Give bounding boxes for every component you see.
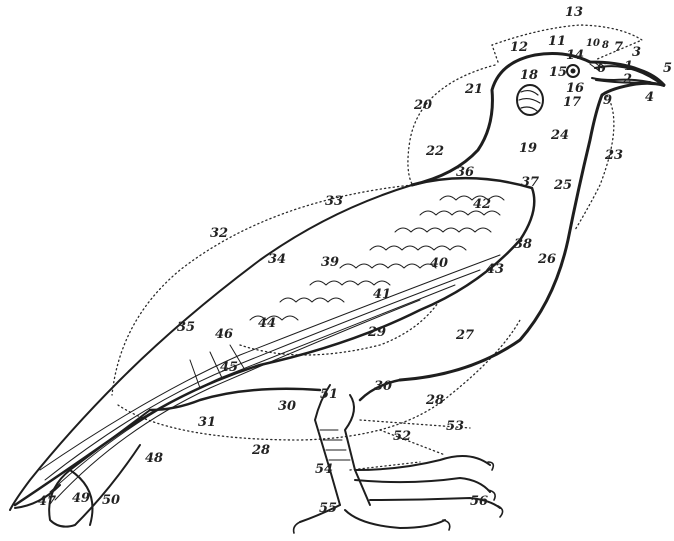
label-38: 38 bbox=[514, 237, 532, 252]
label-26: 26 bbox=[537, 252, 556, 267]
label-54: 54 bbox=[315, 462, 333, 477]
label-9: 9 bbox=[603, 93, 612, 108]
label-44: 44 bbox=[258, 316, 276, 331]
label-24: 24 bbox=[550, 128, 569, 143]
label-32: 32 bbox=[210, 226, 228, 241]
label-7: 7 bbox=[614, 40, 623, 55]
label-50: 50 bbox=[102, 493, 120, 508]
label-30a: 30 bbox=[374, 379, 392, 394]
label-46: 46 bbox=[215, 327, 233, 342]
label-37: 37 bbox=[521, 175, 539, 190]
label-2: 2 bbox=[622, 72, 632, 87]
label-45: 45 bbox=[220, 360, 238, 375]
label-22: 22 bbox=[425, 144, 444, 159]
label-10: 10 bbox=[586, 38, 600, 49]
label-36: 36 bbox=[456, 165, 474, 180]
label-35: 35 bbox=[177, 320, 195, 335]
label-5: 5 bbox=[663, 61, 672, 76]
figure-labels: 1 2 3 4 5 6 7 8 9 10 11 12 13 14 15 16 1… bbox=[38, 5, 672, 516]
label-20: 20 bbox=[413, 98, 432, 113]
label-13: 13 bbox=[565, 5, 583, 20]
bird-drawing bbox=[10, 54, 664, 533]
label-31: 31 bbox=[198, 415, 216, 430]
label-23: 23 bbox=[604, 148, 623, 163]
label-29: 29 bbox=[367, 325, 386, 340]
label-11: 11 bbox=[548, 34, 566, 49]
label-25: 25 bbox=[553, 178, 572, 193]
label-52: 52 bbox=[393, 429, 411, 444]
label-28a: 28 bbox=[425, 393, 444, 408]
label-21: 21 bbox=[464, 82, 483, 97]
label-41: 41 bbox=[373, 287, 391, 302]
label-8: 8 bbox=[602, 40, 609, 51]
label-12: 12 bbox=[510, 40, 528, 55]
label-18: 18 bbox=[520, 68, 538, 83]
label-33: 33 bbox=[325, 194, 343, 209]
label-49: 49 bbox=[72, 491, 90, 506]
label-16: 16 bbox=[566, 81, 584, 96]
label-51: 51 bbox=[320, 387, 338, 402]
ear-coverts-lines bbox=[519, 91, 540, 111]
label-17: 17 bbox=[563, 95, 581, 110]
label-28b: 28 bbox=[251, 443, 270, 458]
eye-pupil bbox=[571, 69, 576, 74]
label-48: 48 bbox=[145, 451, 163, 466]
label-14: 14 bbox=[566, 48, 584, 63]
ear-coverts bbox=[517, 85, 543, 115]
leg bbox=[315, 385, 370, 505]
label-39: 39 bbox=[321, 255, 339, 270]
label-47: 47 bbox=[38, 494, 56, 509]
label-27: 27 bbox=[455, 328, 474, 343]
label-53: 53 bbox=[446, 419, 464, 434]
label-3: 3 bbox=[632, 45, 641, 60]
label-6: 6 bbox=[597, 61, 606, 76]
label-42: 42 bbox=[473, 197, 491, 212]
label-15: 15 bbox=[549, 65, 567, 80]
label-30b: 30 bbox=[278, 399, 296, 414]
label-40: 40 bbox=[430, 256, 448, 271]
label-56: 56 bbox=[470, 494, 488, 509]
label-19: 19 bbox=[519, 141, 537, 156]
label-43: 43 bbox=[486, 262, 504, 277]
label-55: 55 bbox=[319, 501, 337, 516]
label-34: 34 bbox=[268, 252, 286, 267]
label-4: 4 bbox=[645, 90, 654, 105]
